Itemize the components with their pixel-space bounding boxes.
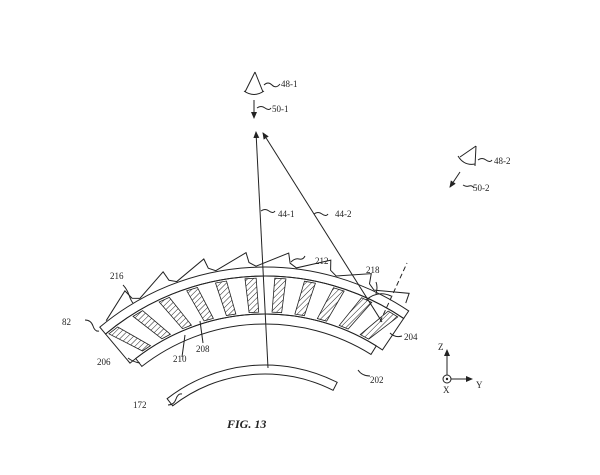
pixel-stripe (271, 277, 287, 314)
label-218: 218 (366, 265, 380, 275)
leader-lines (84, 82, 493, 406)
label-212: 212 (315, 256, 329, 266)
label-44-2: 44-2 (335, 209, 352, 219)
pixel-stripe (294, 280, 316, 317)
label-172: 172 (133, 400, 147, 410)
label-202: 202 (370, 375, 384, 385)
pixel-stripe (214, 280, 237, 316)
label-50-2: 50-2 (473, 183, 490, 193)
axis-x-label: X (443, 385, 450, 395)
label-216: 216 (110, 271, 124, 281)
pixel-stripe (158, 296, 193, 330)
label-208: 208 (196, 344, 210, 354)
label-48-2: 48-2 (494, 156, 511, 166)
label-210: 210 (173, 354, 187, 364)
figure-caption: FIG. 13 (226, 417, 266, 431)
pixel-stripe (244, 277, 260, 314)
pixel-stripe (338, 297, 373, 330)
label-50-1: 50-1 (272, 104, 289, 114)
viewer-eye-icon-1 (243, 71, 265, 95)
pixel-stripe (359, 310, 399, 340)
coordinate-axes (442, 349, 473, 384)
normal-dashed-line (379, 262, 408, 323)
substrate-layer-202 (135, 313, 377, 368)
pixel-stripe (108, 326, 152, 352)
label-206: 206 (97, 357, 111, 367)
view-direction-arrow-2 (449, 171, 461, 188)
label-204: 204 (404, 332, 418, 342)
axis-z-label: Z (438, 342, 444, 352)
x-axis-out-of-page-icon (442, 374, 452, 384)
curved-display-layers (99, 251, 410, 407)
lens-layer-172 (166, 364, 338, 407)
ray-44-1 (253, 131, 269, 369)
label-48-1: 48-1 (281, 79, 298, 89)
ray-44-2 (262, 132, 383, 323)
axis-y-label: Y (476, 380, 483, 390)
label-44-1: 44-1 (278, 209, 295, 219)
pixel-stripe (316, 287, 345, 322)
pixel-stripe (132, 310, 172, 340)
label-82: 82 (62, 317, 71, 327)
viewer-eye-icon-2 (457, 145, 477, 167)
angle-arc-218 (365, 293, 392, 301)
prism-film-216 (105, 251, 410, 321)
pixel-stripe (186, 286, 214, 322)
